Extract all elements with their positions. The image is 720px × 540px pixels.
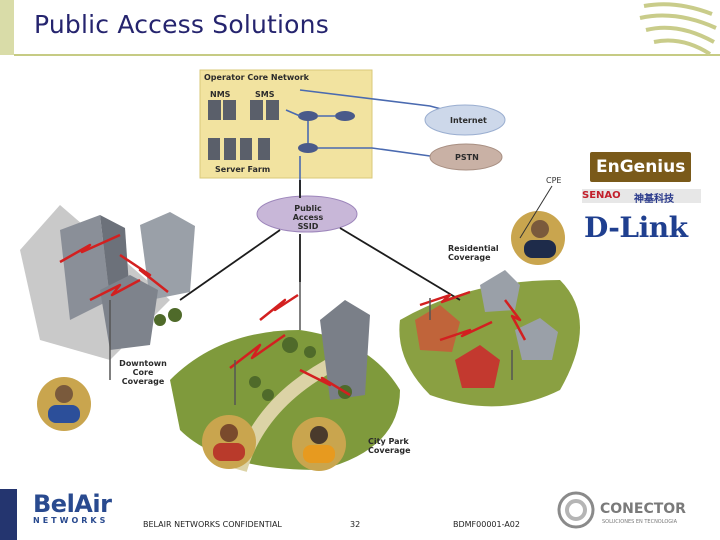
engenius-logo-text: EnGenius [596,157,686,177]
pstn-label: PSTN [455,153,479,162]
belair-logo: BelAir NETWORKS [33,490,112,525]
senao-cn-text: 神基科技 [634,194,674,205]
core-network-box [199,69,373,179]
downtown-user-avatar [37,377,91,431]
residential-label-line1: Residential [448,244,499,253]
title-underline [14,54,720,56]
title-bar: Public Access Solutions [0,0,720,56]
document-id: BDMF00001-A02 [453,520,520,529]
residential-houses [415,270,558,388]
downtown-label-line1: Downtown [119,359,167,368]
sms-servers [250,100,279,120]
city-park-label: City Park Coverage [368,437,411,455]
engenius-logo: EnGenius [590,152,691,182]
senao-logo: SENAO 神基科技 [582,189,701,205]
footer-accent-band [0,489,17,540]
nms-label: NMS [210,90,231,99]
residential-label-line2: Coverage [448,253,491,262]
ssid-label: Public Access SSID [280,204,336,231]
title-accent-bar [0,0,14,55]
park-user-avatar-left [202,415,256,469]
downtown-buildings [60,212,195,350]
core-routers [298,111,355,153]
slide-title: Public Access Solutions [34,10,329,39]
senao-logo-text: SENAO [582,190,621,201]
park-building [320,300,370,400]
conector-logo-text: CONECTOR [600,501,686,517]
network-diagram [20,69,580,473]
downtown-label: Downtown Core Coverage [110,359,176,386]
dlink-logo-text: D-Link [584,211,688,244]
server-farm [208,138,270,160]
nms-servers [208,100,236,120]
belair-logo-sub: NETWORKS [33,516,109,525]
city-park-label-line1: City Park [368,437,409,446]
park-user-avatar-right [292,417,346,471]
page-number: 32 [350,520,361,529]
cpe-label: CPE [546,176,562,185]
core-network-label: Operator Core Network [204,73,309,82]
ssid-cloud [256,195,358,233]
corner-swirl-logo [639,2,717,56]
conector-logo: CONECTOR SOLUCIONES EN TECNOLOGIA [557,491,686,529]
ssid-label-line2: SSID [297,222,319,231]
server-farm-label: Server Farm [215,165,271,174]
city-park-label-line2: Coverage [368,446,411,455]
cpe-pointer-line [519,185,553,239]
internet-cloud [424,104,506,136]
ssid-label-line1: Public Access [292,204,324,222]
conector-logo-subtext: SOLUCIONES EN TECNOLOGIA [602,519,678,525]
sms-label: SMS [255,90,275,99]
confidential-notice: BELAIR NETWORKS CONFIDENTIAL [143,520,282,529]
belair-logo-main: BelAir [33,490,112,518]
pstn-cloud [429,143,503,171]
residential-user-avatar [511,211,565,265]
internet-label: Internet [450,116,487,125]
residential-label: Residential Coverage [448,244,499,262]
dlink-logo: D-Link [584,211,688,244]
downtown-label-line2: Core Coverage [121,368,165,386]
